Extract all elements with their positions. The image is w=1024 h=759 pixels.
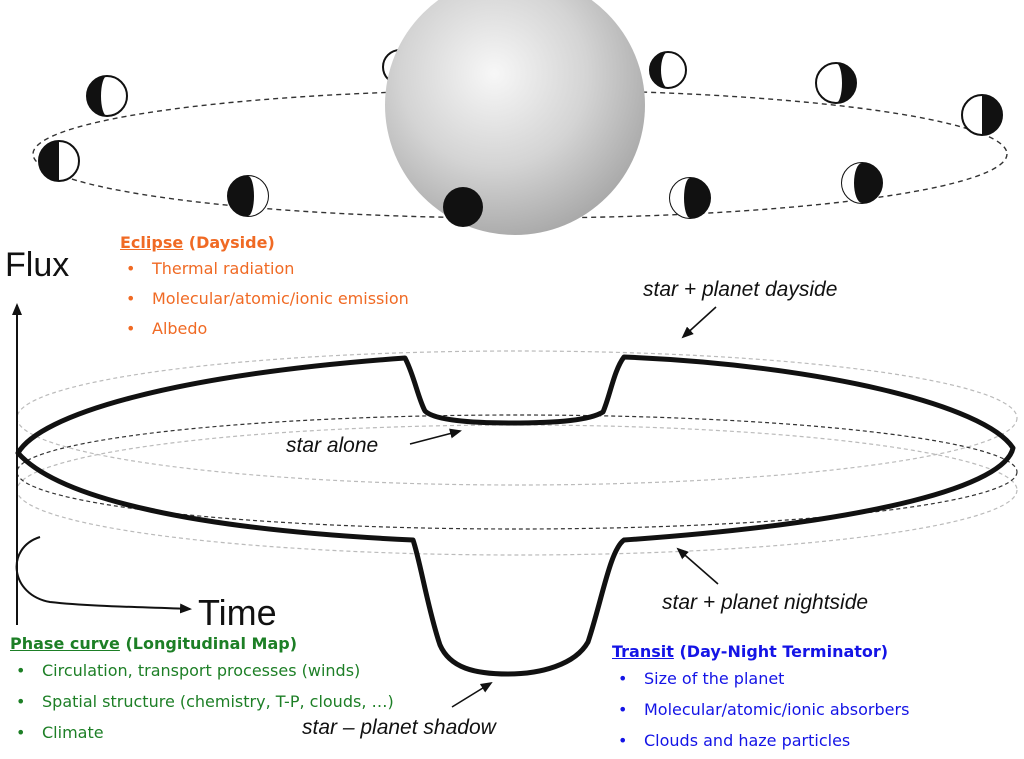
list-item: Circulation, transport processes (winds): [10, 655, 394, 686]
light-curve: [15, 354, 1016, 677]
transit-title: Transit: [612, 642, 674, 661]
list-item: Molecular/atomic/ionic absorbers: [612, 694, 909, 725]
eclipse-title: Eclipse: [120, 233, 184, 252]
list-item: Molecular/atomic/ionic emission: [120, 284, 409, 314]
phase-curve-heading: Phase curve (Longitudinal Map): [10, 633, 394, 655]
reference-ellipse-top: [16, 350, 1018, 486]
transit-panel: Transit (Day-Night Terminator) Size of t…: [612, 641, 909, 756]
label-nightside: star + planet nightside: [662, 591, 869, 614]
planet-transit: [443, 187, 483, 227]
list-item: Albedo: [120, 314, 409, 344]
arrow-shadow: [451, 681, 493, 708]
arrow-star-alone: [409, 428, 462, 445]
planet-phase-right-front-2: [841, 162, 883, 204]
planet-phase-right-quarter: [961, 94, 1003, 136]
eclipse-panel: Eclipse (Dayside) Thermal radiation Mole…: [120, 232, 409, 344]
planet-phase-left-quarter: [38, 140, 80, 182]
list-item: Clouds and haze particles: [612, 725, 909, 756]
eclipse-heading: Eclipse (Dayside): [120, 232, 409, 254]
transit-heading: Transit (Day-Night Terminator): [612, 641, 909, 663]
planet-phase-right-front-1: [669, 177, 711, 219]
flux-axis-label: Flux: [5, 246, 70, 284]
eclipse-subtitle: (Dayside): [188, 233, 275, 252]
label-star-alone: star alone: [286, 434, 379, 457]
transit-subtitle: (Day-Night Terminator): [679, 642, 889, 661]
arrow-nightside: [676, 547, 719, 585]
label-dayside: star + planet dayside: [643, 278, 838, 301]
time-axis: [15, 536, 192, 614]
list-item: Spatial structure (chemistry, T-P, cloud…: [10, 686, 394, 717]
planet-phase-left-front: [227, 175, 269, 217]
planet-phase-right-back: [815, 62, 857, 104]
eclipse-list: Thermal radiation Molecular/atomic/ionic…: [120, 254, 409, 344]
phase-curve-panel: Phase curve (Longitudinal Map) Circulati…: [10, 633, 394, 748]
list-item: Climate: [10, 717, 394, 748]
time-axis-label: Time: [198, 592, 277, 633]
arrow-dayside: [681, 306, 717, 339]
phase-curve-list: Circulation, transport processes (winds)…: [10, 655, 394, 748]
reference-ellipse-bottom: [16, 424, 1018, 556]
phase-curve-subtitle: (Longitudinal Map): [125, 634, 298, 653]
star: [385, 0, 645, 235]
star-alone-ellipse: [16, 414, 1018, 530]
list-item: Size of the planet: [612, 663, 909, 694]
transit-list: Size of the planet Molecular/atomic/ioni…: [612, 663, 909, 756]
planet-phase-left-back: [86, 75, 128, 117]
list-item: Thermal radiation: [120, 254, 409, 284]
phase-curve-title: Phase curve: [10, 634, 120, 653]
